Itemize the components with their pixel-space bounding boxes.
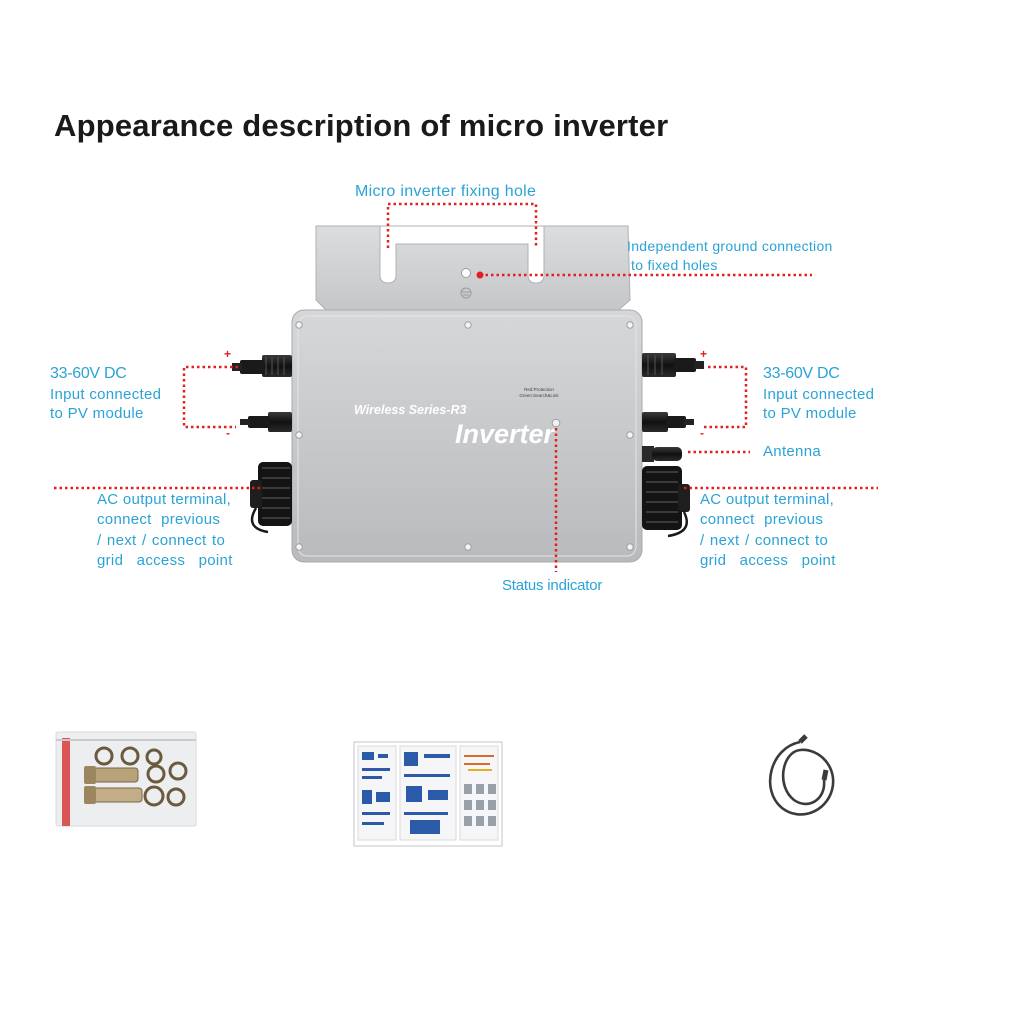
leader-fixing-hole <box>386 202 538 248</box>
inverter-body: Wireless Series-R3 Inverter Red:Protecti… <box>291 309 643 563</box>
label-ac-right-line-3: / next / connect to <box>700 532 829 549</box>
antenna-connector <box>642 446 682 462</box>
label-ground-line-2: to fixed holes <box>631 257 718 273</box>
minus-sign-left: - <box>226 426 230 440</box>
dc-connector-right-plus <box>642 353 704 377</box>
brand-label: Inverter <box>455 419 556 449</box>
label-fixing-hole: Micro inverter fixing hole <box>355 183 537 200</box>
ac-terminal-right <box>642 466 690 538</box>
ac-terminal-left <box>250 462 292 534</box>
label-ac-right-line-1: AC output terminal, <box>700 491 835 508</box>
dc-connector-left-minus <box>240 412 292 432</box>
label-antenna: Antenna <box>763 443 821 460</box>
indicator-text-2: Green:Search&Link <box>519 393 559 398</box>
leader-dc-left <box>182 365 238 429</box>
leader-dc-right <box>704 365 748 429</box>
label-ac-right-line-2: connect previous <box>700 511 824 528</box>
dc-connector-left-plus <box>232 355 292 377</box>
label-dc-left-line-2: Input connected <box>50 386 162 403</box>
page-title: Appearance description of micro inverter <box>54 108 669 143</box>
plus-sign-left: + <box>224 347 232 361</box>
status-led <box>551 418 561 428</box>
indicator-text-1: Red:Protection <box>524 387 554 392</box>
label-dc-right-line-3: to PV module <box>763 405 857 422</box>
label-ac-left-line-2: connect previous <box>97 511 221 528</box>
dc-connector-right-minus <box>642 412 694 432</box>
label-dc-left-line-3: to PV module <box>50 405 144 422</box>
label-ac-left-line-4: grid access point <box>97 552 233 569</box>
minus-sign-right: - <box>700 426 704 440</box>
label-dc-left-line-1: 33-60V DC <box>50 365 127 382</box>
label-ac-right-line-4: grid access point <box>700 552 836 569</box>
label-dc-right-line-2: Input connected <box>763 386 875 403</box>
series-label: Wireless Series-R3 <box>354 403 466 417</box>
antenna-cable <box>768 734 835 816</box>
leader-lines <box>54 202 878 572</box>
label-ac-left-line-1: AC output terminal, <box>97 491 232 508</box>
label-ground-line-1: Independent ground connection <box>627 238 833 254</box>
screw-kit-bag <box>55 731 197 827</box>
label-ac-left-line-3: / next / connect to <box>97 532 226 549</box>
ground-hole <box>461 268 471 278</box>
mounting-bracket <box>315 225 631 315</box>
plus-sign-right: + <box>700 347 708 361</box>
label-dc-right-line-1: 33-60V DC <box>763 365 840 382</box>
label-status-indicator: Status indicator <box>502 577 603 594</box>
manual-sheet <box>353 741 503 847</box>
